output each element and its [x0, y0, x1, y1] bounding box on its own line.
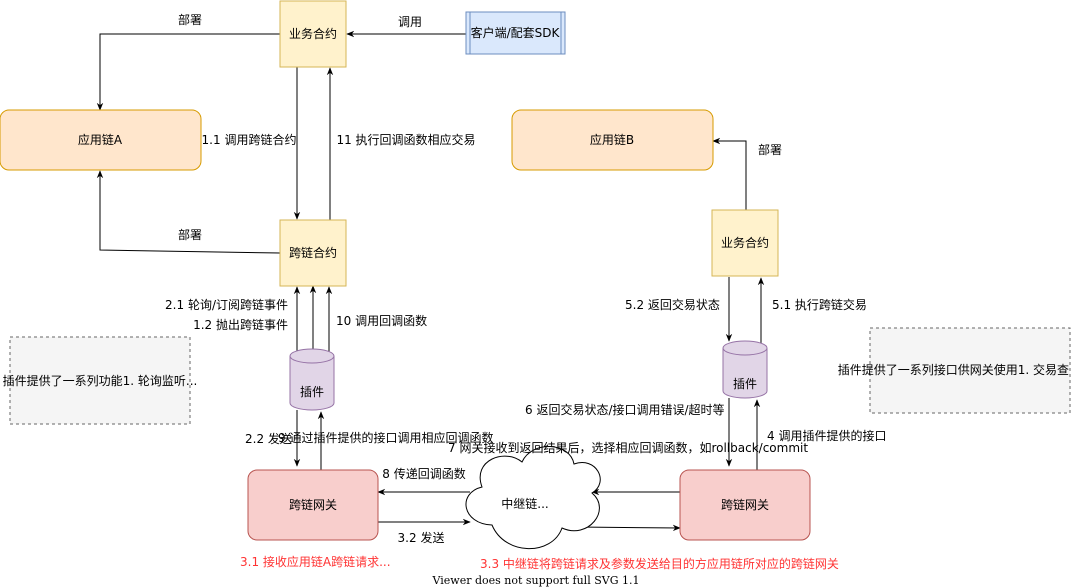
label-invoke: 调用 — [398, 15, 422, 29]
label-return-status-err: 6 返回交易状态/接口调用错误/超时等 — [525, 402, 725, 417]
note-plugin-a-text: 插件提供了一系列功能1. 轮询监听... — [3, 373, 198, 388]
node-biz-contract-b-label: 业务合约 — [721, 235, 769, 250]
label-throw-event: 1.2 抛出跨链事件 — [193, 317, 288, 332]
label-send-32: 3.2 发送 — [398, 530, 445, 545]
label-call-plugin-iface: 4 调用插件提供的接口 — [767, 428, 886, 443]
note-plugin-a: 插件提供了一系列功能1. 轮询监听... — [3, 336, 198, 425]
node-app-chain-b[interactable]: 应用链B — [511, 109, 714, 171]
node-gateway-b-label: 跨链网关 — [721, 497, 769, 512]
node-gateway-b[interactable]: 跨链网关 — [679, 469, 811, 541]
node-client-sdk[interactable]: 客户端/配套SDK — [465, 11, 566, 55]
label-exec-cross: 5.1 执行跨链交易 — [772, 297, 867, 312]
label-call-cross: 1.1 调用跨链合约 — [202, 132, 297, 147]
label-deploy-top: 部署 — [178, 12, 202, 27]
node-gateway-a-label: 跨链网关 — [289, 497, 337, 512]
node-app-chain-a-label: 应用链A — [78, 132, 123, 147]
node-cross-contract[interactable]: 跨链合约 — [279, 219, 347, 287]
label-deploy-b: 部署 — [758, 142, 782, 157]
note-plugin-b-text: 插件提供了一系列接口供网关使用1. 交易查 — [838, 362, 1069, 377]
edge-deploy-b — [712, 137, 747, 210]
node-biz-contract-a-label: 业务合约 — [289, 26, 337, 41]
edges — [96, 30, 765, 532]
edge-labels: 部署 调用 1.1 调用跨链合约 11 执行回调函数相应交易 部署 2.1 轮询… — [165, 12, 886, 571]
edge-relay-forward — [576, 524, 681, 532]
node-app-chain-a[interactable]: 应用链A — [0, 109, 202, 171]
node-plugin-a[interactable]: 插件 — [289, 348, 335, 411]
label-gateway-choose: 7 网关接收到返回结果后，选择相应回调函数，如rollback/commit — [448, 440, 808, 455]
label-return-status: 5.2 返回交易状态 — [625, 297, 720, 312]
node-client-sdk-label: 客户端/配套SDK — [471, 25, 561, 40]
node-cross-contract-label: 跨链合约 — [289, 245, 337, 260]
label-call-callback: 10 调用回调函数 — [336, 313, 427, 328]
label-exec-callback: 11 执行回调函数相应交易 — [336, 132, 475, 147]
note-plugin-b: 插件提供了一系列接口供网关使用1. 交易查 — [838, 327, 1071, 414]
node-plugin-b[interactable]: 插件 — [722, 340, 768, 399]
label-relay-forward: 3.3 中继链将跨链请求及参数发送给目的方应用链所对应的跨链网关 — [480, 556, 839, 571]
label-receive-req: 3.1 接收应用链A跨链请求... — [240, 554, 391, 569]
label-send-22: 2.2 发送 — [245, 431, 292, 446]
label-pass-callback: 8 传递回调函数 — [382, 466, 465, 481]
node-biz-contract-b[interactable]: 业务合约 — [711, 209, 779, 277]
node-plugin-b-label: 插件 — [733, 377, 757, 391]
label-call-via-plugin: 9 通过插件提供的接口调用相应回调函数 — [278, 430, 493, 445]
viewer-footer: Viewer does not support full SVG 1.1 — [432, 574, 640, 587]
node-relay-chain-label: 中继链... — [501, 496, 548, 511]
node-plugin-a-label: 插件 — [300, 385, 324, 399]
edge-deploy-mid — [96, 170, 281, 254]
node-app-chain-b-label: 应用链B — [590, 132, 634, 147]
node-relay-chain[interactable]: 中继链... — [465, 446, 601, 550]
label-poll-event: 2.1 轮询/订阅跨链事件 — [165, 297, 288, 312]
node-biz-contract-a[interactable]: 业务合约 — [279, 0, 347, 68]
node-gateway-a[interactable]: 跨链网关 — [247, 469, 379, 541]
label-deploy-mid: 部署 — [178, 227, 202, 242]
edge-deploy-top — [96, 33, 280, 111]
